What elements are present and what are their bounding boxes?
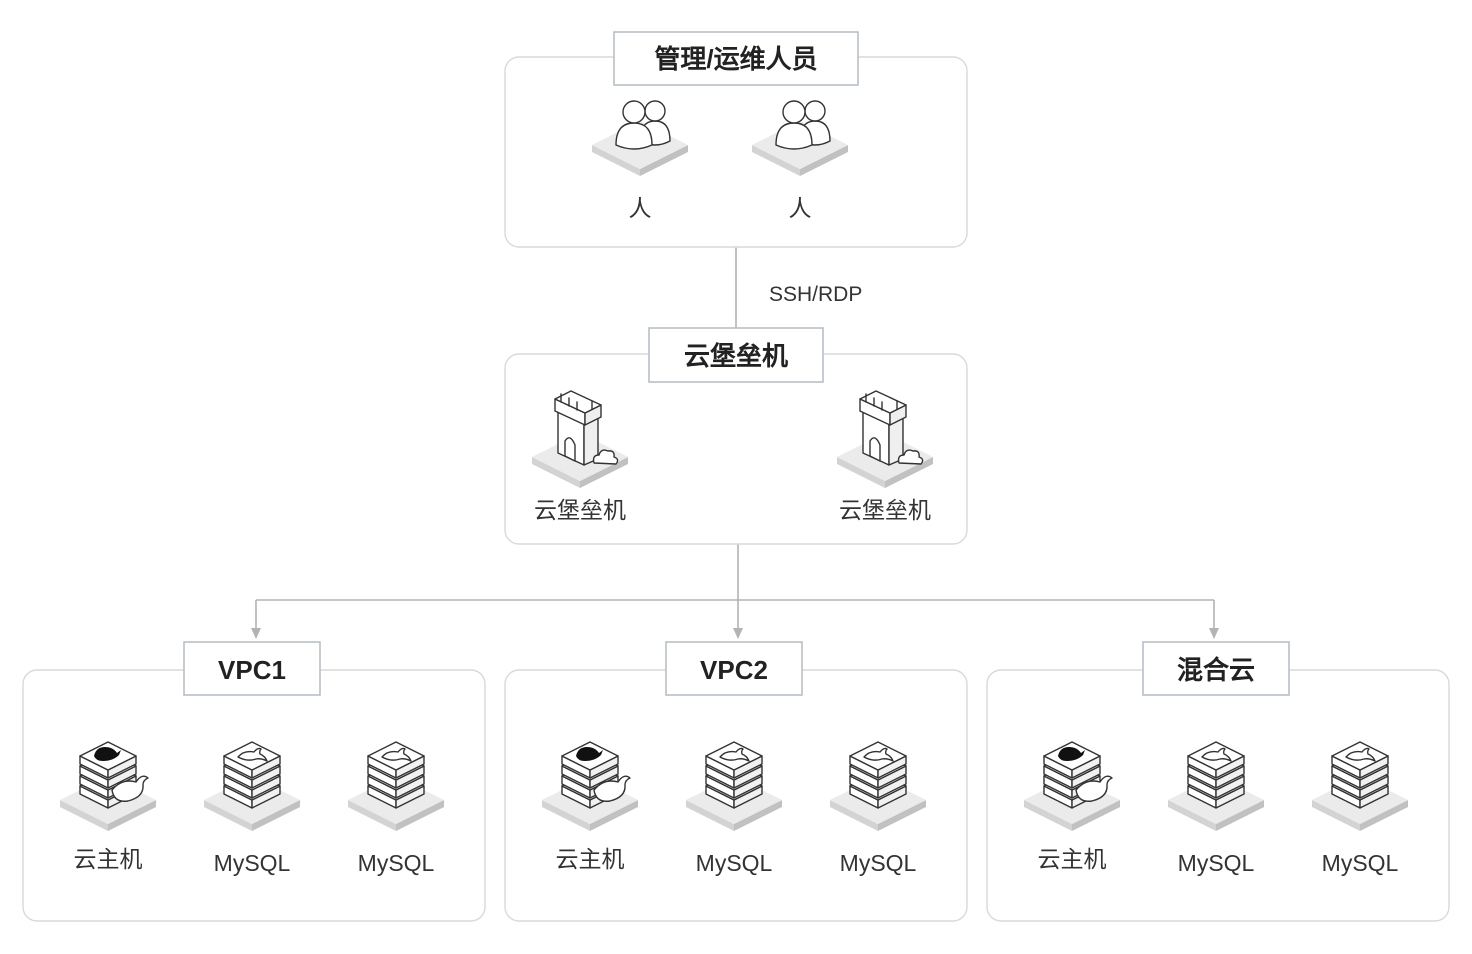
- operator-label: 人: [629, 195, 652, 221]
- hybrid-cloud-title-box: [1142, 641, 1290, 696]
- hybrid-cloud-group: 混合云 云主机 MySQL MySQL: [986, 641, 1450, 922]
- cloud-host-label: 云主机: [74, 846, 143, 872]
- operator-label: 人: [789, 195, 812, 221]
- mysql-label: MySQL: [214, 850, 291, 876]
- mysql-label: MySQL: [1322, 850, 1399, 876]
- vpc2-group: VPC2 云主机 MySQL MySQL: [504, 641, 968, 922]
- connection-label: SSH/RDP: [769, 283, 862, 306]
- vpc1-title: VPC1: [218, 655, 286, 685]
- bastion-title-box: [648, 327, 824, 383]
- operators-title: 管理/运维人员: [654, 44, 817, 74]
- cloud-host-label: 云主机: [556, 846, 625, 872]
- mysql-label: MySQL: [696, 850, 773, 876]
- bastion-title: 云堡垒机: [684, 341, 788, 371]
- vpc1-arrow-head: [251, 628, 261, 639]
- mysql-label: MySQL: [840, 850, 917, 876]
- operators-group: 管理/运维人员 人 人: [504, 31, 968, 248]
- hybrid-cloud-title: 混合云: [1177, 655, 1255, 685]
- vpc2-arrow-head: [733, 628, 743, 639]
- vpc2-title-box: [665, 641, 803, 696]
- operators-title-box: [613, 31, 859, 86]
- bastion-host-label: 云堡垒机: [534, 497, 626, 523]
- bastion-host-label: 云堡垒机: [839, 497, 931, 523]
- vpc1-title-box: [183, 641, 321, 696]
- vpc2-title: VPC2: [700, 655, 768, 685]
- cloud-host-label: 云主机: [1038, 846, 1107, 872]
- hybrid-arrow-head: [1209, 628, 1219, 639]
- mysql-label: MySQL: [1178, 850, 1255, 876]
- bastion-group: 云堡垒机 云堡垒机 云堡垒机: [504, 327, 968, 545]
- mysql-label: MySQL: [358, 850, 435, 876]
- vpc1-group: VPC1 云主机 MySQL MySQL: [22, 641, 486, 922]
